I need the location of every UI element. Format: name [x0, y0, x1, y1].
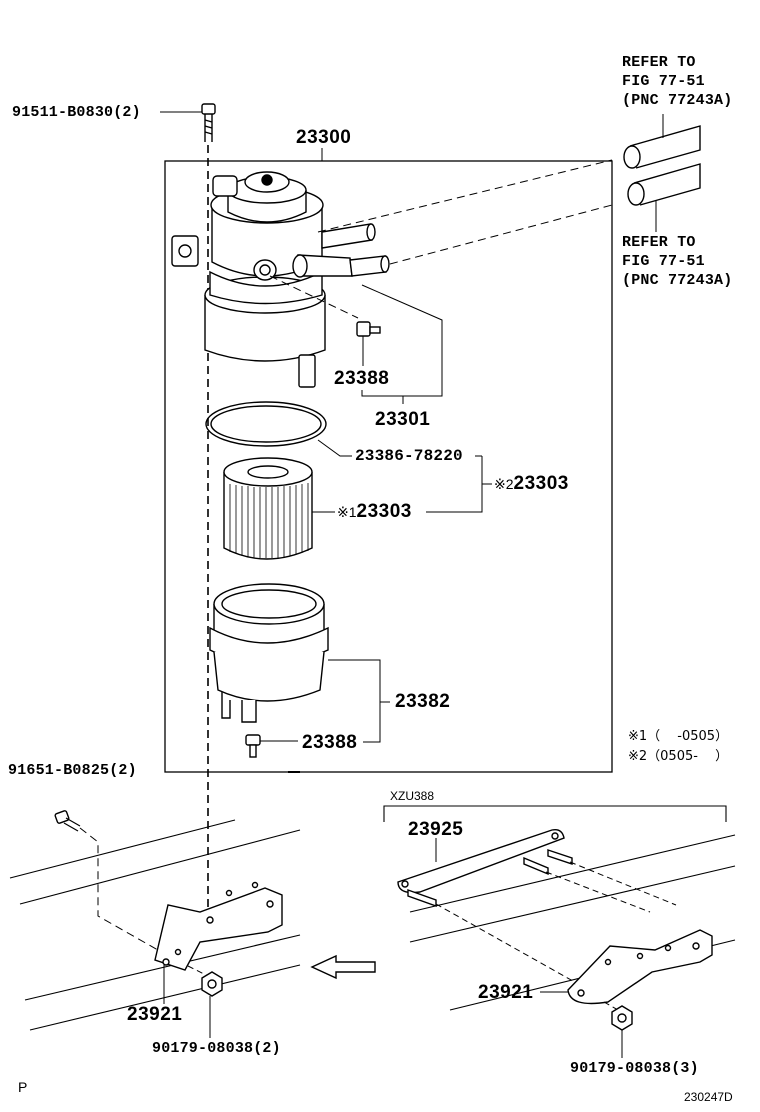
nut-right-icon [611, 1005, 633, 1031]
filter-head-icon [171, 171, 390, 388]
label-oring: 23386-78220 [355, 447, 463, 465]
refer-top-line3: (PNC 77243A) [622, 92, 733, 109]
refer-bottom-line3: (PNC 77243A) [622, 272, 733, 289]
refer-bottom-line1: REFER TO [622, 234, 696, 251]
bolt-left-icon [54, 810, 81, 832]
oring-icon [205, 401, 327, 447]
label-element-2: ※223303 [494, 474, 569, 494]
refer-top-line2: FIG 77-51 [622, 73, 705, 90]
label-nut-left: 90179-08038(2) [152, 1040, 281, 1057]
refer-bottom-line2: FIG 77-51 [622, 253, 705, 270]
refer-top-line1: REFER TO [622, 54, 696, 71]
bolt-top-icon [160, 103, 216, 142]
plug-lower-icon [245, 734, 261, 758]
filter-case-icon [209, 583, 329, 723]
assembly-frame [164, 160, 613, 773]
label-case: 23382 [395, 691, 451, 712]
pipe-upper-icon [623, 125, 701, 169]
pipe-lower-icon [627, 163, 701, 206]
label-element-pn-2: 23303 [513, 473, 569, 494]
label-bolt-left: 91651-B0825(2) [8, 762, 137, 779]
label-variant: XZU388 [390, 789, 435, 803]
refer-note-top: REFER TO FIG 77-51 (PNC 77243A) [622, 54, 732, 109]
label-bracket-right-top: 23925 [408, 819, 464, 840]
bracket-left-icon [154, 881, 283, 971]
label-filter-assy: 23300 [296, 127, 352, 148]
label-bracket-left: 23921 [127, 1004, 183, 1025]
label-bolt-top: 91511-B0830(2) [12, 104, 141, 121]
note-2: ※2（0505- ） [628, 749, 729, 764]
label-nut-right: 90179-08038(3) [570, 1060, 699, 1077]
label-bracket-right: 23921 [478, 982, 534, 1003]
label-plug-upper: 23388 [334, 368, 390, 389]
label-corner-p: P [18, 1079, 28, 1095]
label-head-set: 23301 [375, 409, 431, 430]
direction-arrow-icon [310, 954, 376, 980]
note-mark-1: ※1 [337, 504, 357, 520]
bracket-right-icon [567, 929, 713, 1005]
label-element: ※123303 [337, 502, 412, 522]
label-plug-lower: 23388 [302, 732, 358, 753]
filter-element-icon [223, 457, 313, 560]
nut-left-icon [201, 971, 223, 997]
label-fig-number: 230247D [684, 1090, 733, 1104]
label-element-pn: 23303 [356, 501, 412, 522]
frame-rail-left [9, 819, 301, 1031]
plug-upper-icon [356, 321, 381, 366]
refer-note-bottom: REFER TO FIG 77-51 (PNC 77243A) [622, 234, 732, 289]
note-mark-2: ※2 [494, 476, 514, 492]
note-1: ※1（ -0505） [628, 729, 729, 744]
bracket-right-top-icon [397, 828, 573, 907]
